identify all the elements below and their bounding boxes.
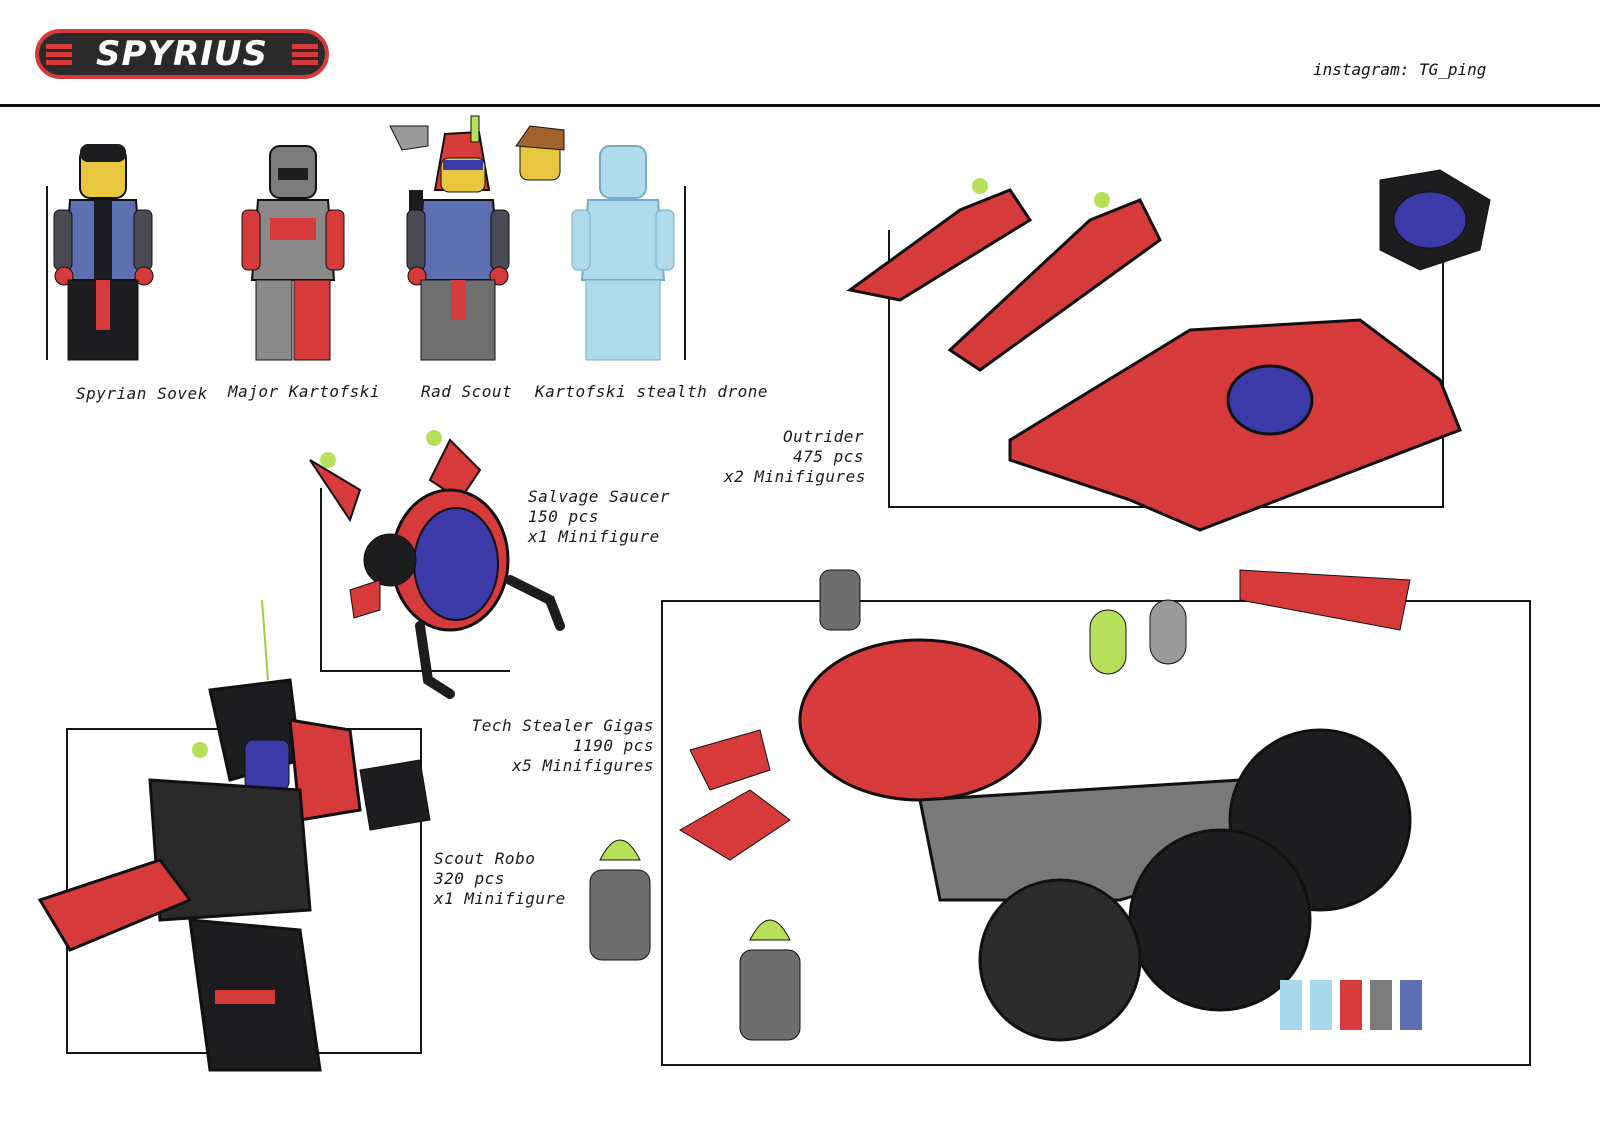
tech-stealer-art xyxy=(589,569,1422,1042)
tech-stealer-pieces: 1190 pcs xyxy=(572,736,654,755)
minifigure-label-sovek: Spyrian Sovek xyxy=(76,384,208,403)
minifigure-label-kartofski: Major Kartofski xyxy=(228,382,380,401)
minifigure-label-stealth-drone: Kartofski stealth drone xyxy=(535,382,769,401)
tech-stealer-figures: x5 Minifigures xyxy=(512,756,654,775)
minifigure-lineup xyxy=(53,115,675,361)
salvage-saucer-frame xyxy=(320,488,510,672)
stealth-drone-figure xyxy=(571,145,675,361)
outrider-figures: x2 Minifigures xyxy=(724,467,866,486)
major-kartofski-figure xyxy=(241,145,345,361)
outrider-name: Outrider xyxy=(782,427,864,446)
minifigure-frame xyxy=(46,186,686,360)
minifigure-label-rad-scout: Rad Scout xyxy=(421,382,513,401)
tech-stealer-name: Tech Stealer Gigas xyxy=(471,716,654,735)
spyrian-sovek-figure xyxy=(53,144,154,361)
scout-robo-art xyxy=(37,599,431,1072)
outrider-pieces: 475 pcs xyxy=(793,447,864,466)
logo-badge-shape xyxy=(35,29,329,79)
rad-scout-figure xyxy=(406,115,510,361)
salvage-saucer-figures: x1 Minifigure xyxy=(528,527,660,546)
extra-heads xyxy=(389,125,565,181)
salvage-saucer-art xyxy=(309,430,565,699)
scout-robo-pieces: 320 pcs xyxy=(434,869,505,888)
outrider-art xyxy=(846,169,1491,532)
scout-robo-figures: x1 Minifigure xyxy=(434,889,566,908)
logo-text: SPYRIUS xyxy=(96,34,268,74)
tech-stealer-frame xyxy=(661,600,1531,1066)
spyrius-logo: SPYRIUS xyxy=(35,29,329,79)
instagram-handle: instagram: TG_ping xyxy=(1313,60,1487,79)
scout-robo-name: Scout Robo xyxy=(434,849,536,868)
salvage-saucer-name: Salvage Saucer xyxy=(528,487,670,506)
header-divider xyxy=(0,104,1600,107)
salvage-saucer-pieces: 150 pcs xyxy=(528,507,599,526)
